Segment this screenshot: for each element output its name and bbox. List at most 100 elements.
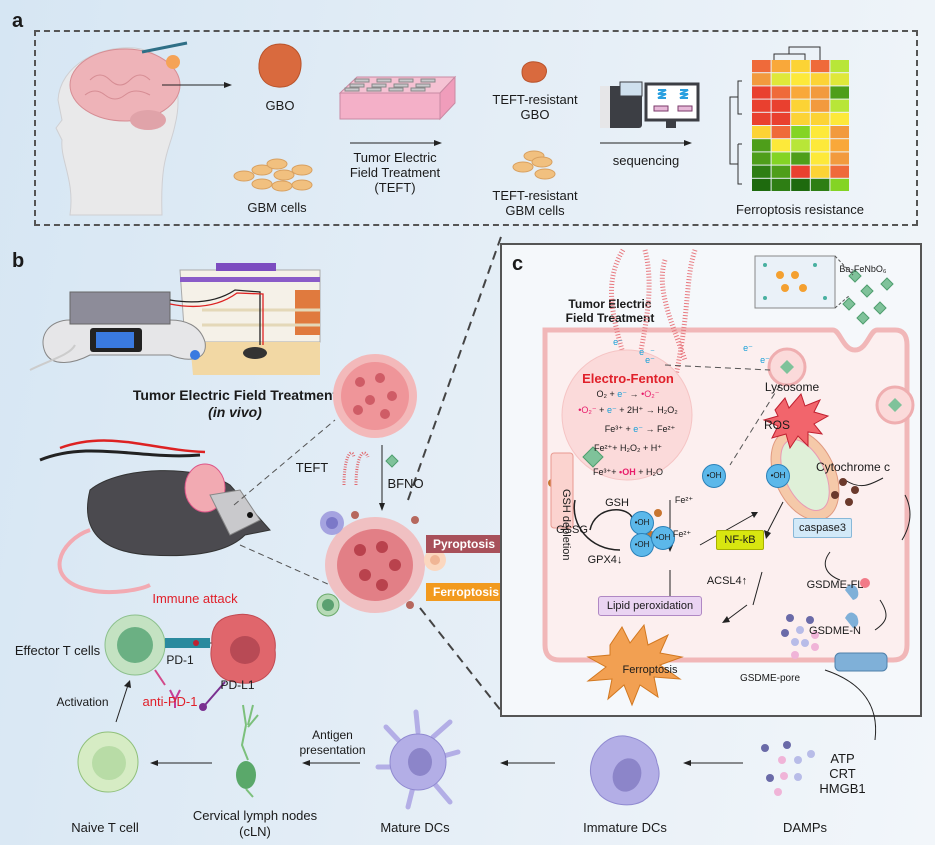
ferroptosis-badge: Ferroptosis xyxy=(426,583,507,601)
c-teft-line1: Tumor Electric xyxy=(568,297,652,311)
immune-attack-label: Immune attack xyxy=(152,591,238,606)
resistant-cells-line1: TEFT-resistant xyxy=(492,188,578,203)
gbm-cells-label: GBM cells xyxy=(247,200,307,215)
activation-arrow xyxy=(115,680,131,723)
heatmap-cell xyxy=(771,99,791,112)
resistant-gbo-icon xyxy=(521,61,547,83)
cancer-cell-diagram xyxy=(542,248,915,741)
heatmap-cell xyxy=(752,165,771,178)
hydroxyl-radical-badge: •OH xyxy=(702,464,726,488)
heatmap-cell xyxy=(771,112,791,125)
immature-dcs-label: Immature DCs xyxy=(583,820,667,835)
crystal-structure-inset xyxy=(754,255,836,309)
activation-label: Activation xyxy=(56,695,109,709)
heatmap-cell xyxy=(830,139,849,152)
arrow-to-mature xyxy=(500,760,555,766)
naive-t-cell-label: Naive T cell xyxy=(71,820,139,835)
heatmap-cell xyxy=(752,73,771,86)
in-vivo-title: Tumor Electric Field Treatment xyxy=(132,387,338,403)
heatmap-cell xyxy=(830,73,849,86)
gsh-label: GSH xyxy=(605,497,629,509)
gsdme-fl-label: GSDME-FL xyxy=(806,579,864,591)
teft-label-line1: Tumor Electric xyxy=(353,150,437,165)
effector-t-cells-label: Effector T cells xyxy=(14,643,101,658)
bfno-crystal-icon xyxy=(385,454,399,468)
heatmap-cell xyxy=(791,86,810,99)
heatmap-cell xyxy=(752,152,771,165)
sequencer-computer-icon xyxy=(600,81,700,128)
heatmap-cell xyxy=(771,86,791,99)
heatmap-cell xyxy=(771,139,791,152)
heatmap-cell xyxy=(810,152,830,165)
acsl4-label: ACSL4↑ xyxy=(706,575,748,587)
fe2-label: Fe²⁺ xyxy=(672,529,692,539)
electron: e⁻ xyxy=(743,343,753,353)
heatmap-cell xyxy=(830,86,849,99)
mature-dcs-label: Mature DCs xyxy=(380,820,450,835)
naive-t-cell-icon xyxy=(77,731,139,793)
arrow-to-immature xyxy=(683,760,743,766)
equation-3: Fe³⁺ + e⁻ → Fe²⁺ xyxy=(604,424,676,434)
heatmap-cell xyxy=(752,126,771,139)
heatmap-cell xyxy=(830,60,849,73)
teft-device-cage-illustration xyxy=(29,263,321,375)
pyroptosis-badge: Pyroptosis xyxy=(426,535,503,553)
cytochrome-c-label: Cytochrome c xyxy=(815,460,891,474)
sequencing-label: sequencing xyxy=(612,153,680,168)
heatmap-cell xyxy=(830,99,849,112)
ros-label: ROS xyxy=(763,418,790,432)
gsdme-n-label: GSDME-N xyxy=(809,625,861,637)
teft-label-line2: Field Treatment xyxy=(349,165,441,180)
heatmap-cell xyxy=(810,139,830,152)
heatmap-cell xyxy=(791,99,810,112)
teft-b-label: TEFT xyxy=(295,460,329,475)
gbo-label: GBO xyxy=(265,98,295,113)
mature-dc-icon xyxy=(375,709,461,810)
electric-field-wave-icon xyxy=(342,451,370,486)
fe2-label: Fe²⁺ xyxy=(674,495,694,505)
lymph-node-neuron-icon xyxy=(236,704,259,798)
arrow-to-naive xyxy=(150,760,212,766)
resistant-gbm-cells-icon xyxy=(512,150,556,180)
gsdme-pore-label: GSDME-pore xyxy=(739,673,800,684)
heatmap-cell xyxy=(810,178,830,191)
hydroxyl-radical-badge: •OH xyxy=(651,526,675,550)
panel-c-label: c xyxy=(512,253,524,275)
heatmap-cell xyxy=(752,86,771,99)
resistant-gbo-line2: GBO xyxy=(520,107,550,122)
damps-label: DAMPs xyxy=(782,820,828,835)
heatmap-cell xyxy=(791,126,810,139)
electron: e⁻ xyxy=(645,355,655,365)
heatmap-cell xyxy=(810,99,830,112)
arrow-antigen-presentation xyxy=(302,760,360,766)
gpx4-label: GPX4↓ xyxy=(587,554,623,566)
pd1-label: PD-1 xyxy=(166,653,194,667)
in-vivo-subtitle: (in vivo) xyxy=(208,404,262,420)
c-teft-line2: Field Treatment xyxy=(565,311,655,325)
heatmap-cell xyxy=(791,178,810,191)
antigen-label-line2: presentation xyxy=(299,743,366,757)
heatmap-cell xyxy=(791,139,810,152)
tumor-icon xyxy=(166,55,180,69)
heatmap-cell xyxy=(810,73,830,86)
heatmap-cell xyxy=(752,112,771,125)
human-head-brain-illustration xyxy=(55,47,181,216)
heatmap-cell xyxy=(771,152,791,165)
equation-4: Fe²⁺+ H₂O₂ + H⁺ xyxy=(593,443,662,453)
resistant-gbo-line1: TEFT-resistant xyxy=(492,92,578,107)
heatmap-cell xyxy=(830,126,849,139)
teft-label-line3: (TEFT) xyxy=(374,180,416,195)
heatmap-cell xyxy=(810,112,830,125)
damps-particles-icon xyxy=(761,741,815,796)
arrow-sequencing xyxy=(600,140,692,146)
antigen-label-line1: Antigen xyxy=(312,728,353,742)
tumor-spheroid-icon xyxy=(333,354,417,438)
heatmap-cell xyxy=(830,112,849,125)
heatmap-cell xyxy=(810,165,830,178)
hydroxyl-radical-badge: •OH xyxy=(630,511,654,535)
culture-plate-icon xyxy=(338,75,457,121)
heatmap-cell xyxy=(752,139,771,152)
heatmap-cell xyxy=(771,165,791,178)
heatmap-cell xyxy=(771,126,791,139)
pdl1-label: PD-L1 xyxy=(220,678,255,692)
